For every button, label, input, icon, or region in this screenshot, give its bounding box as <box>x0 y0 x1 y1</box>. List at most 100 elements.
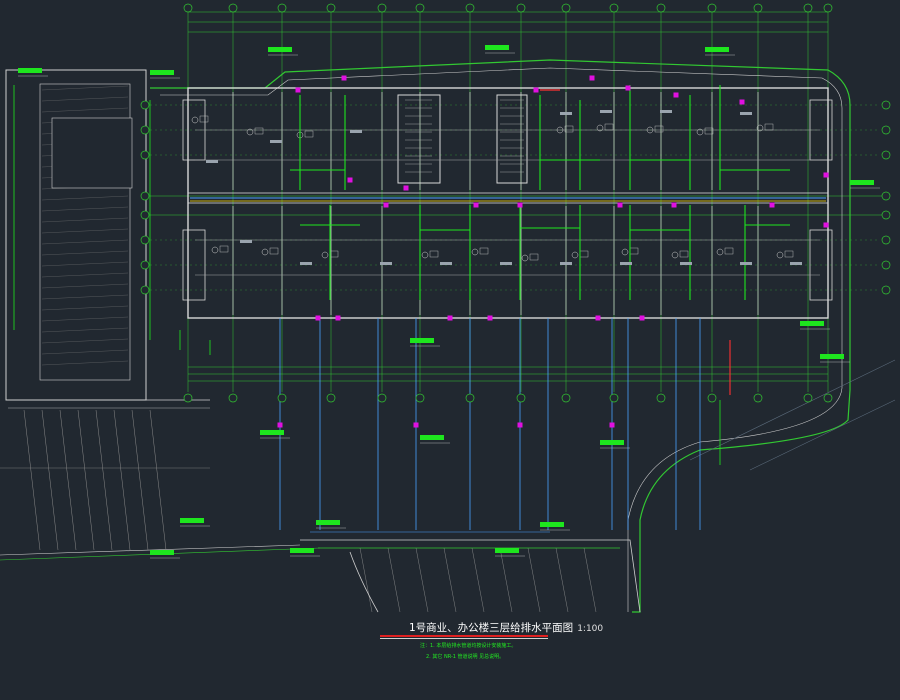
riser-marker <box>595 315 601 321</box>
axis-bubble-right <box>881 150 891 160</box>
ramp-hatch <box>499 547 513 613</box>
annex-hatch <box>41 107 129 113</box>
corridor <box>187 192 829 204</box>
note-line-1: 注：1. 本层给排水管道均按设计安装施工。 <box>420 643 517 649</box>
riser-marker <box>341 75 347 81</box>
axis-bubble-right <box>881 191 891 201</box>
axis-bubbles <box>140 3 891 403</box>
parking-line <box>41 409 59 551</box>
annex-hatch <box>41 217 129 223</box>
basin-fixture <box>654 125 664 133</box>
title-underline-thin <box>380 638 548 639</box>
ramp-hatch <box>415 547 429 613</box>
toilet-fixture <box>696 128 704 136</box>
riser-marker <box>769 202 775 208</box>
room-label <box>240 240 252 243</box>
axis-bubble-bottom <box>228 393 238 403</box>
parking-line <box>23 409 41 551</box>
riser-marker <box>609 422 615 428</box>
basin-fixture <box>629 247 639 255</box>
axis-bubble-bottom <box>183 393 193 403</box>
room-label <box>206 160 218 163</box>
axis-bubble-bottom <box>415 393 425 403</box>
axis-bubble-top <box>516 3 526 13</box>
plumbing-fixtures <box>191 115 794 262</box>
pipe-tag <box>800 321 824 326</box>
basin-fixture <box>269 247 279 255</box>
axis-grid-lines <box>150 8 885 392</box>
room-label <box>270 140 282 143</box>
toilet-fixture <box>716 248 724 256</box>
annex-hatch <box>41 85 129 91</box>
drawing-notes: 注：1. 本层给排水管道均按设计安装施工。 2. 其它 NR-1 管道说明 见总… <box>420 641 516 663</box>
basin-fixture <box>429 250 439 258</box>
riser-marker <box>823 172 829 178</box>
ramp-hatch <box>527 547 541 613</box>
ramp-hatch <box>471 547 485 613</box>
basin-fixture <box>604 123 614 131</box>
riser-marker <box>671 202 677 208</box>
axis-bubble-top <box>707 3 717 13</box>
basin-fixture <box>679 250 689 258</box>
room-partitions <box>195 92 820 315</box>
room-label <box>600 110 612 113</box>
axis-bubble-bottom <box>465 393 475 403</box>
riser-marker <box>335 315 341 321</box>
riser-marker <box>739 99 745 105</box>
ramp-hatch <box>443 547 457 613</box>
annex-hatch <box>41 338 129 344</box>
basin-fixture <box>529 253 539 261</box>
annex-inner <box>39 83 131 381</box>
pipe-tag <box>150 70 174 75</box>
riser-marker <box>315 315 321 321</box>
pipe-tag <box>260 430 284 435</box>
pipe-tag <box>150 550 174 555</box>
ramp-hatch <box>359 547 373 613</box>
annex-hatch <box>41 96 129 102</box>
parking-line <box>113 409 131 551</box>
toilet-fixture <box>471 248 479 256</box>
axis-bubble-left <box>140 191 150 201</box>
riser-marker <box>639 315 645 321</box>
pipe-tag <box>820 354 844 359</box>
pipe-tag <box>705 47 729 52</box>
label-tags <box>18 45 880 559</box>
riser-marker <box>447 315 453 321</box>
annex-hatch <box>41 305 129 311</box>
annex-hatch <box>41 360 129 366</box>
axis-bubble-top <box>823 3 833 13</box>
room-label <box>680 262 692 265</box>
toilet-fixture <box>776 251 784 259</box>
riser-marker <box>487 315 493 321</box>
riser-marker <box>517 422 523 428</box>
annex-hatch <box>41 206 129 212</box>
axis-bubble-right <box>881 210 891 220</box>
pipe-tag <box>268 47 292 52</box>
axis-bubble-right <box>881 235 891 245</box>
toilet-fixture <box>421 251 429 259</box>
axis-bubble-top <box>183 3 193 13</box>
room-label <box>740 112 752 115</box>
axis-bubble-right <box>881 260 891 270</box>
axis-bubble-left <box>140 125 150 135</box>
room-label <box>300 262 312 265</box>
pipe-tag <box>600 440 624 445</box>
room-label <box>560 262 572 265</box>
riser-marker <box>473 202 479 208</box>
basin-fixture <box>564 125 574 133</box>
toilet-fixture <box>756 124 764 132</box>
pipe-tag <box>316 520 340 525</box>
annex-hatch <box>41 283 129 289</box>
note-line-2: 2. 其它 NR-1 管道说明 见总说明。 <box>426 654 505 660</box>
annex-room <box>51 117 133 189</box>
axis-bubble-left <box>140 100 150 110</box>
axis-bubble-top <box>377 3 387 13</box>
ramp-hatch <box>583 547 597 613</box>
parking-line <box>95 409 113 551</box>
axis-bubble-bottom <box>753 393 763 403</box>
ramp-hatch <box>387 547 401 613</box>
room-label <box>350 130 362 133</box>
riser-marker <box>517 202 523 208</box>
axis-bubble-top <box>415 3 425 13</box>
